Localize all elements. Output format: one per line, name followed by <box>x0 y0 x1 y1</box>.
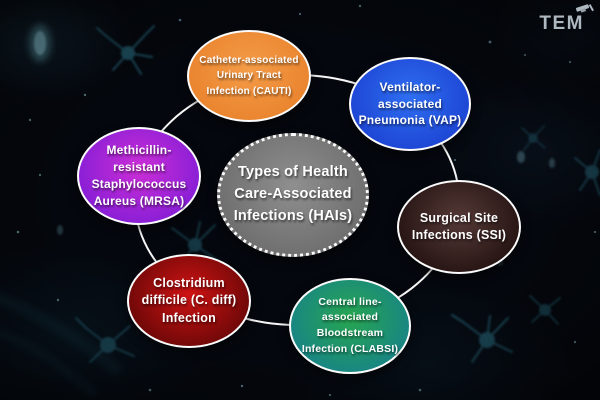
node-ssi: Surgical Site Infections (SSI) <box>397 180 521 274</box>
node-cauti: Catheter-associated Urinary Tract Infect… <box>187 30 311 122</box>
central-topic-label: Types of Health Care-Associated Infectio… <box>233 164 353 224</box>
node-mrsa: Methicillin- resistant Staphylococcus Au… <box>77 127 201 225</box>
node-cdiff: Clostridium difficile (C. diff) Infectio… <box>127 254 251 348</box>
node-mrsa-label: Methicillin- resistant Staphylococcus Au… <box>91 143 187 208</box>
node-vap: Ventilator- associated Pneumonia (VAP) <box>349 57 471 151</box>
central-topic-bubble: Types of Health Care-Associated Infectio… <box>217 133 369 257</box>
tem-logo: TEM <box>539 4 590 35</box>
tem-logo-text: TEM <box>539 13 584 34</box>
node-cdiff-label: Clostridium difficile (C. diff) Infectio… <box>141 275 237 325</box>
node-vap-label: Ventilator- associated Pneumonia (VAP) <box>358 79 462 128</box>
node-cauti-label: Catheter-associated Urinary Tract Infect… <box>199 54 299 97</box>
node-ssi-label: Surgical Site Infections (SSI) <box>411 210 507 243</box>
node-clabsi: Central line- associated Bloodstream Inf… <box>289 278 411 374</box>
node-clabsi-label: Central line- associated Bloodstream Inf… <box>301 295 399 355</box>
